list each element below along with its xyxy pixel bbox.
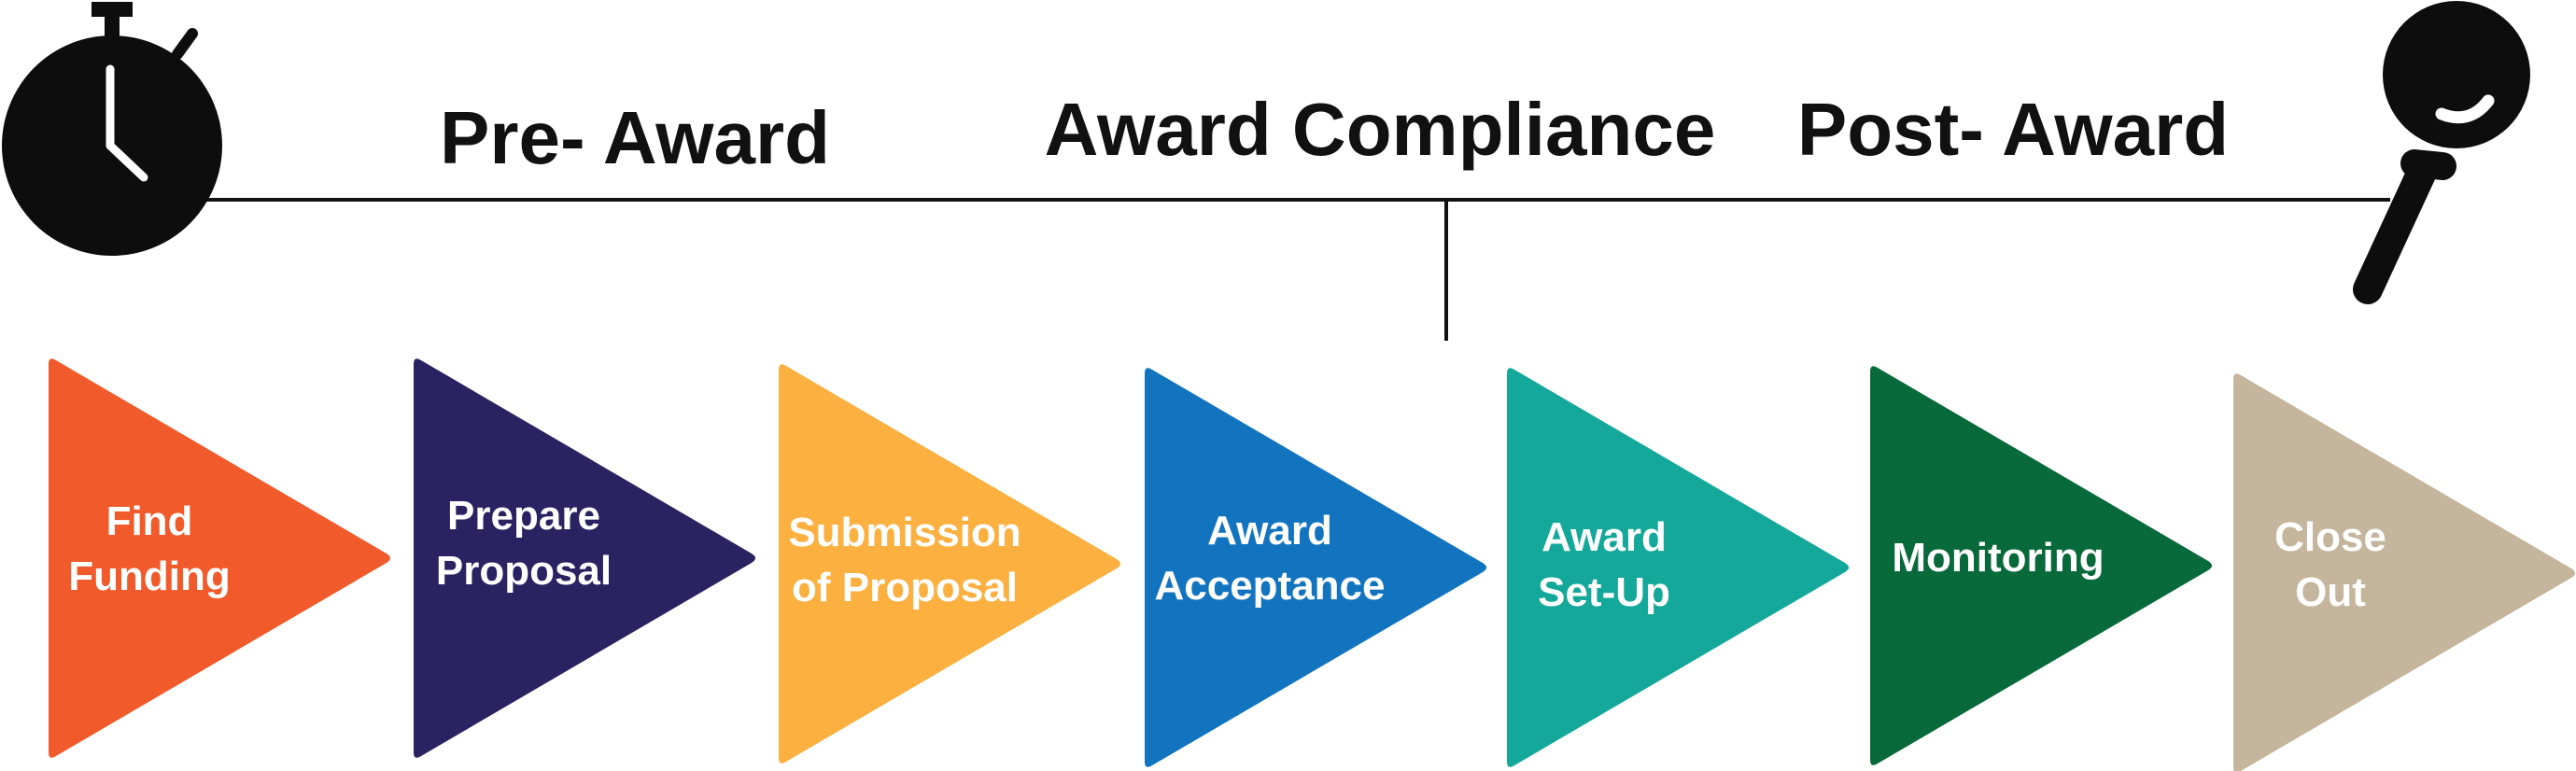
step-label-monitoring-line1: Monitoring [1892, 535, 2104, 581]
step-label-award-acceptance-line2: Acceptance [1154, 563, 1385, 609]
step-label-award-set-up-line1: Award [1541, 514, 1667, 560]
step-label-award-acceptance-line1: Award [1207, 508, 1332, 554]
step-label-find-funding-line2: Funding [68, 554, 231, 599]
magnifier-icon [2353, 1, 2530, 304]
step-arrow-award-set-up [1507, 368, 1849, 767]
step-label-close-out-line1: Close [2274, 514, 2386, 560]
step-label-award-set-up-line2: Set-Up [1538, 569, 1670, 615]
step-label-close-out-line2: Out [2295, 569, 2366, 615]
step-label-prepare-proposal-line2: Proposal [436, 548, 612, 594]
phase-pre-award: Pre- Award [440, 96, 830, 179]
step-label-find-funding-line1: Find [106, 498, 193, 544]
step-arrow-prepare-proposal [414, 358, 755, 758]
step-arrow-award-acceptance [1145, 368, 1486, 767]
step-arrow-find-funding [49, 358, 390, 758]
phase-post-award: Post- Award [1797, 88, 2229, 171]
step-arrow-monitoring [1870, 366, 2212, 765]
step-arrow-submission-of-proposal [779, 364, 1120, 764]
phase-award-compliance: Award Compliance [1045, 88, 1716, 171]
step-label-submission-of-proposal-line1: Submission [788, 510, 1021, 555]
step-arrow-close-out [2233, 373, 2575, 771]
stopwatch-icon [2, 2, 222, 256]
step-label-prepare-proposal-line1: Prepare [447, 493, 600, 539]
step-label-submission-of-proposal-line2: of Proposal [792, 565, 1018, 610]
